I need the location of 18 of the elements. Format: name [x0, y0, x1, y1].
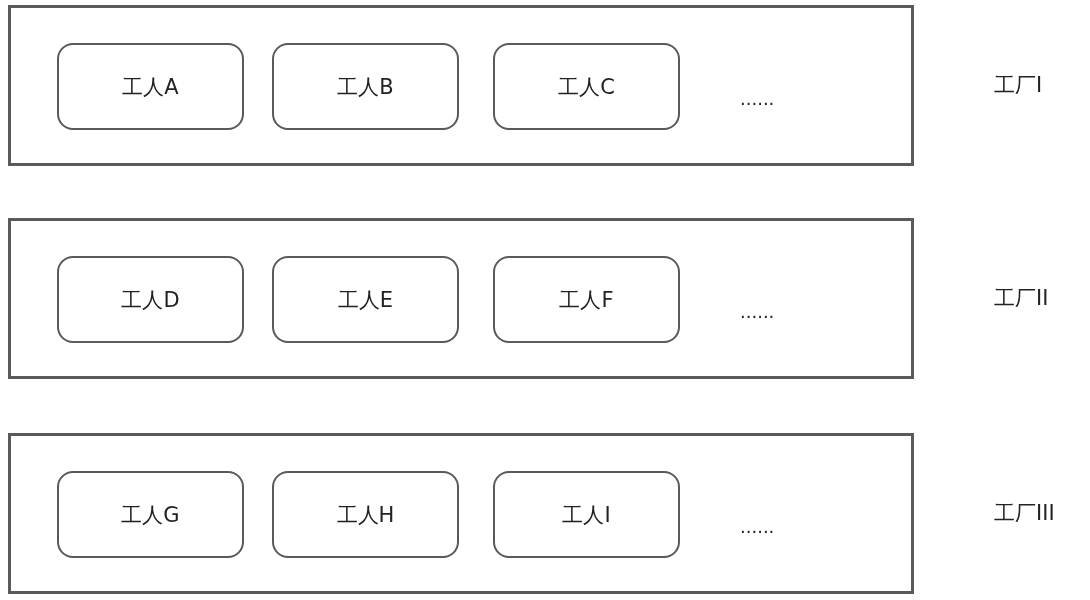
ellipsis-text: ......: [740, 301, 775, 322]
ellipsis-text: ......: [740, 516, 775, 537]
worker-box: 工人I: [493, 471, 680, 558]
factory-box: [8, 5, 914, 166]
worker-box: 工人D: [57, 256, 244, 343]
worker-box: 工人A: [57, 43, 244, 130]
factory-box: [8, 218, 914, 379]
worker-box: 工人E: [272, 256, 459, 343]
factory-label: 工厂II: [994, 285, 1049, 312]
factory-label: 工厂I: [994, 72, 1043, 99]
worker-box: 工人F: [493, 256, 680, 343]
worker-box: 工人G: [57, 471, 244, 558]
factory-label: 工厂III: [994, 500, 1055, 527]
worker-box: 工人B: [272, 43, 459, 130]
factory-box: [8, 433, 914, 594]
worker-box: 工人H: [272, 471, 459, 558]
ellipsis-text: ......: [740, 88, 775, 109]
worker-box: 工人C: [493, 43, 680, 130]
